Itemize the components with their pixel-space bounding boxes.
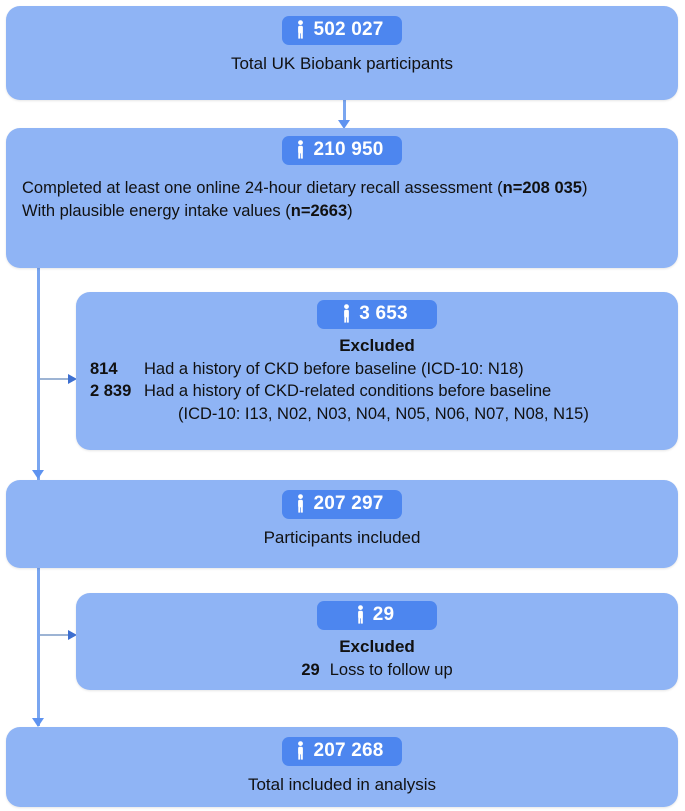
count-badge-dietary-recall: 210 950 — [282, 136, 402, 165]
reason-count: 29 — [301, 660, 320, 679]
count-value: 207 297 — [313, 493, 384, 514]
recall-line-2-n: n=2663 — [290, 202, 348, 221]
recall-line-1-n: n=208 035 — [502, 178, 582, 197]
count-value: 3 653 — [359, 303, 408, 324]
arrow-to-excluded-ckd — [68, 374, 77, 384]
node-total-participants: 502 027 Total UK Biobank participants — [6, 6, 678, 100]
arrow-to-excluded-followup — [68, 630, 77, 640]
person-icon — [344, 304, 350, 324]
node-dietary-recall: 210 950 Completed at least one online 24… — [6, 128, 678, 268]
reason-count: 2 839 — [90, 382, 132, 401]
person-icon — [298, 20, 304, 40]
arrow-to-participants-included — [32, 470, 44, 479]
count-badge-participants-included: 207 297 — [282, 490, 402, 519]
badge-row: 29 — [90, 601, 664, 630]
count-value: 29 — [372, 604, 395, 625]
excluded-reason-row: 29 Loss to follow up — [90, 659, 664, 681]
count-badge-excluded-followup: 29 — [317, 601, 437, 630]
badge-row: 207 297 — [22, 490, 662, 519]
reason-text: Had a history of CKD-related conditions … — [144, 380, 664, 425]
excluded-title: Excluded — [339, 636, 415, 656]
node-caption: Participants included — [263, 527, 421, 547]
node-excluded-ckd: 3 653 Excluded 814 Had a history of CKD … — [76, 292, 678, 450]
reason-text: Loss to follow up — [329, 660, 453, 679]
reason-count: 814 — [90, 359, 118, 378]
excluded-title: Excluded — [339, 335, 415, 355]
node-caption: Total UK Biobank participants — [230, 53, 454, 73]
node-caption: Total included in analysis — [247, 774, 437, 794]
excluded-reason-row: 814 Had a history of CKD before baseline… — [90, 358, 664, 380]
connector-spine-to-excluded-ckd — [40, 378, 70, 380]
recall-line-2-after: ) — [347, 202, 353, 221]
count-badge-excluded-ckd: 3 653 — [317, 300, 437, 329]
recall-line-2-before: With plausible energy intake values ( — [22, 202, 291, 221]
node-participants-included: 207 297 Participants included — [6, 480, 678, 568]
person-icon — [357, 605, 363, 625]
badge-row: 207 268 — [22, 737, 662, 766]
count-value: 210 950 — [313, 139, 384, 160]
connector-spine-to-excluded-followup — [40, 634, 70, 636]
reason-text-continuation: (ICD-10: I13, N02, N03, N04, N05, N06, N… — [178, 404, 589, 423]
node-total-analysis: 207 268 Total included in analysis — [6, 727, 678, 807]
excluded-reason-row: 2 839 Had a history of CKD-related condi… — [90, 380, 664, 425]
person-icon — [298, 741, 304, 761]
reason-text-main: Had a history of CKD-related conditions … — [144, 382, 552, 401]
badge-row: 3 653 — [90, 300, 664, 329]
arrow-total-to-recall — [338, 120, 350, 129]
recall-line-1: Completed at least one online 24-hour di… — [22, 177, 662, 200]
person-icon — [298, 494, 304, 514]
person-icon — [298, 140, 304, 160]
badge-row: 210 950 — [22, 136, 662, 165]
reason-text-main: Had a history of CKD before baseline (IC… — [144, 359, 524, 378]
recall-line-2: With plausible energy intake values (n=2… — [22, 200, 662, 223]
badge-row: 502 027 — [22, 16, 662, 45]
recall-line-1-text: Completed at least one online 24-hour di… — [22, 178, 493, 197]
count-value: 502 027 — [313, 19, 384, 40]
node-body: Completed at least one online 24-hour di… — [22, 177, 662, 224]
paren-open: ( — [497, 178, 503, 197]
recall-line-1-n-wrap: (n=208 035) — [497, 178, 588, 197]
node-excluded-followup: 29 Excluded 29 Loss to follow up — [76, 593, 678, 690]
count-badge-total-analysis: 207 268 — [282, 737, 402, 766]
reason-text: Had a history of CKD before baseline (IC… — [144, 358, 664, 380]
arrow-spine-to-analysis — [32, 718, 44, 727]
count-value: 207 268 — [313, 740, 384, 761]
count-badge-total-participants: 502 027 — [282, 16, 402, 45]
connector-total-to-recall — [343, 100, 346, 126]
